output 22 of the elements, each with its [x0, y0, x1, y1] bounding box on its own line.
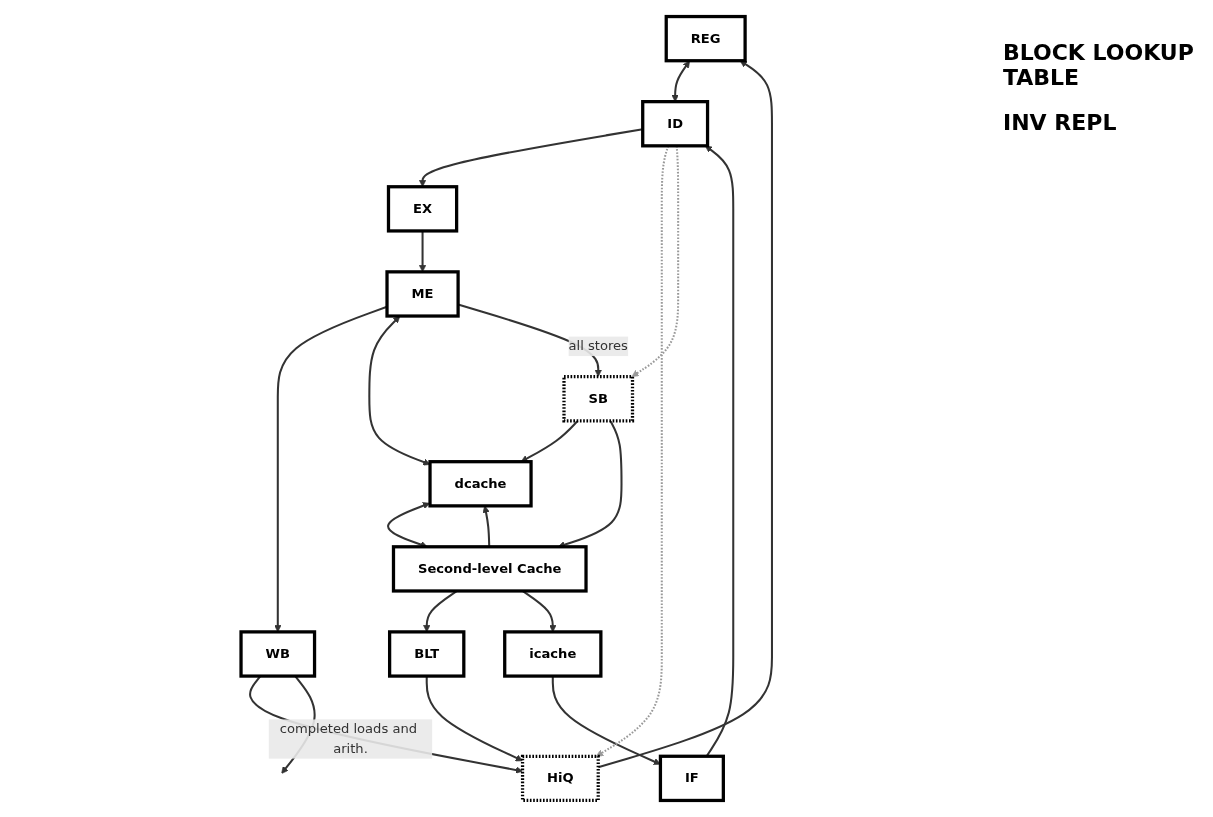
node-box: dcache — [428, 460, 533, 508]
edge-label: all stores — [568, 338, 628, 354]
node-box: EX — [386, 185, 459, 233]
node-box: icache — [503, 630, 603, 678]
note-label: BLOCK LOOKUP TABLE — [1003, 40, 1195, 90]
node-box: REG — [664, 14, 747, 63]
arrow — [597, 60, 773, 769]
note-label: INV REPL — [1003, 110, 1118, 135]
node-box: ME — [385, 270, 460, 318]
node-box: ID — [641, 100, 710, 148]
node-box: SB — [562, 374, 635, 423]
arrow — [520, 420, 579, 462]
node-box: IF — [658, 754, 725, 803]
arrow — [596, 145, 670, 757]
arrow — [705, 145, 735, 757]
edge-label: completed loads and arith. — [279, 721, 418, 757]
arrow — [671, 60, 690, 102]
node-box: WB — [239, 630, 317, 678]
node-box: HiQ — [520, 754, 600, 803]
arrow — [482, 505, 491, 547]
node-box: Second-level Cache — [391, 545, 588, 593]
node-box: BLT — [388, 630, 466, 678]
